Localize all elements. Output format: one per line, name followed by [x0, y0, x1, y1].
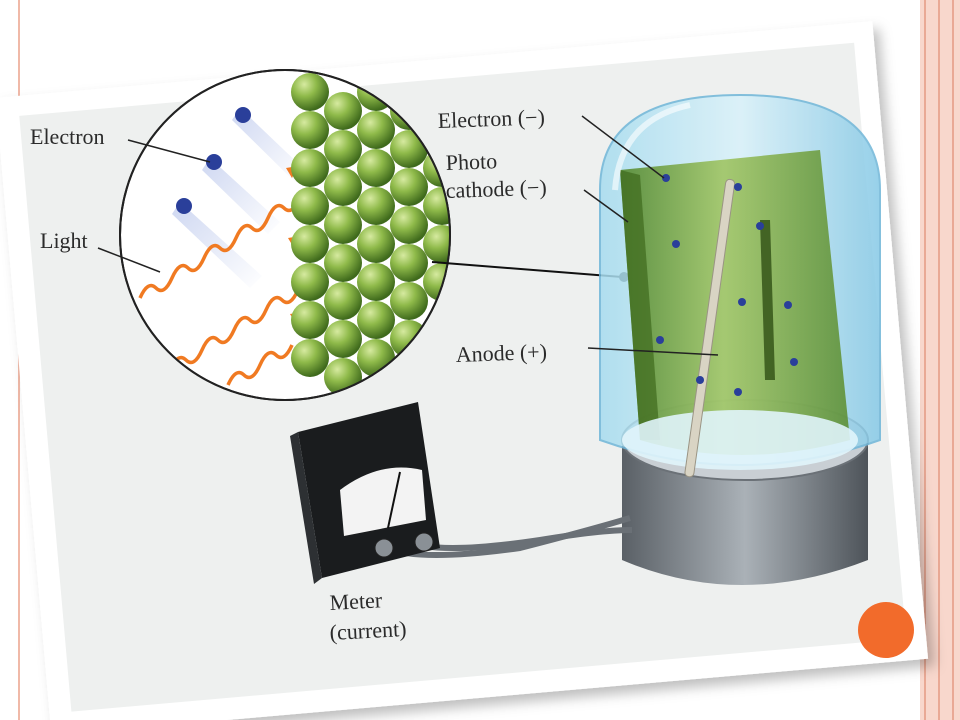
electron-left-leader	[127, 139, 211, 163]
electron-right-leader	[581, 115, 665, 179]
light-waves	[138, 197, 302, 386]
meter-terminal	[414, 532, 434, 552]
meter-dial	[340, 467, 426, 536]
electron-particle	[235, 107, 251, 123]
label-electron-left: Electron	[30, 124, 105, 149]
magnified-view	[119, 69, 451, 401]
anode-rod	[684, 178, 736, 478]
label-electron-right: Electron (−)	[437, 104, 545, 133]
magnify-pointer-line	[431, 261, 623, 278]
label-meter-line2: (current)	[329, 616, 407, 645]
accent-dot	[858, 602, 914, 658]
label-meter-line1: Meter	[329, 587, 383, 615]
label-anode: Anode (+)	[455, 339, 547, 367]
label-light: Light	[40, 228, 88, 253]
meter-terminal	[374, 538, 394, 558]
electron-particle	[176, 198, 192, 214]
current-meter	[290, 402, 440, 584]
label-photocathode-line2: cathode (−)	[445, 174, 547, 203]
photocathode	[620, 150, 850, 455]
slide-right-border	[920, 0, 960, 720]
light-leader	[97, 247, 161, 273]
anode-leader	[587, 347, 719, 356]
meter-needle	[387, 471, 401, 529]
vacuum-tube	[599, 93, 881, 478]
photocathode-leader	[583, 189, 629, 223]
label-photocathode-line1: Photo	[445, 148, 497, 175]
electron-particle	[206, 154, 222, 170]
tube-electrons	[656, 174, 798, 396]
